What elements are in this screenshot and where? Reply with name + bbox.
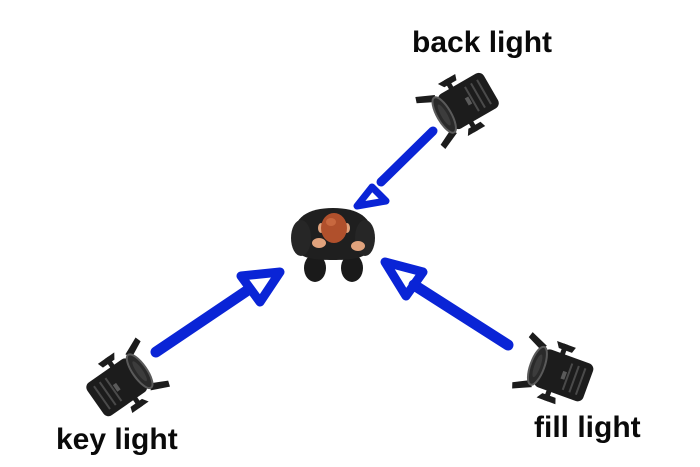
fill-light-label: fill light [534,411,641,444]
key-light-label: key light [56,423,178,456]
person-top-view-icon [291,208,375,282]
key-light-arrow [150,267,285,358]
back-light-arrow [353,126,438,210]
fill-light-spotlight-icon [509,330,600,414]
fill-light-arrow [380,257,514,351]
back-light-label: back light [412,26,553,59]
